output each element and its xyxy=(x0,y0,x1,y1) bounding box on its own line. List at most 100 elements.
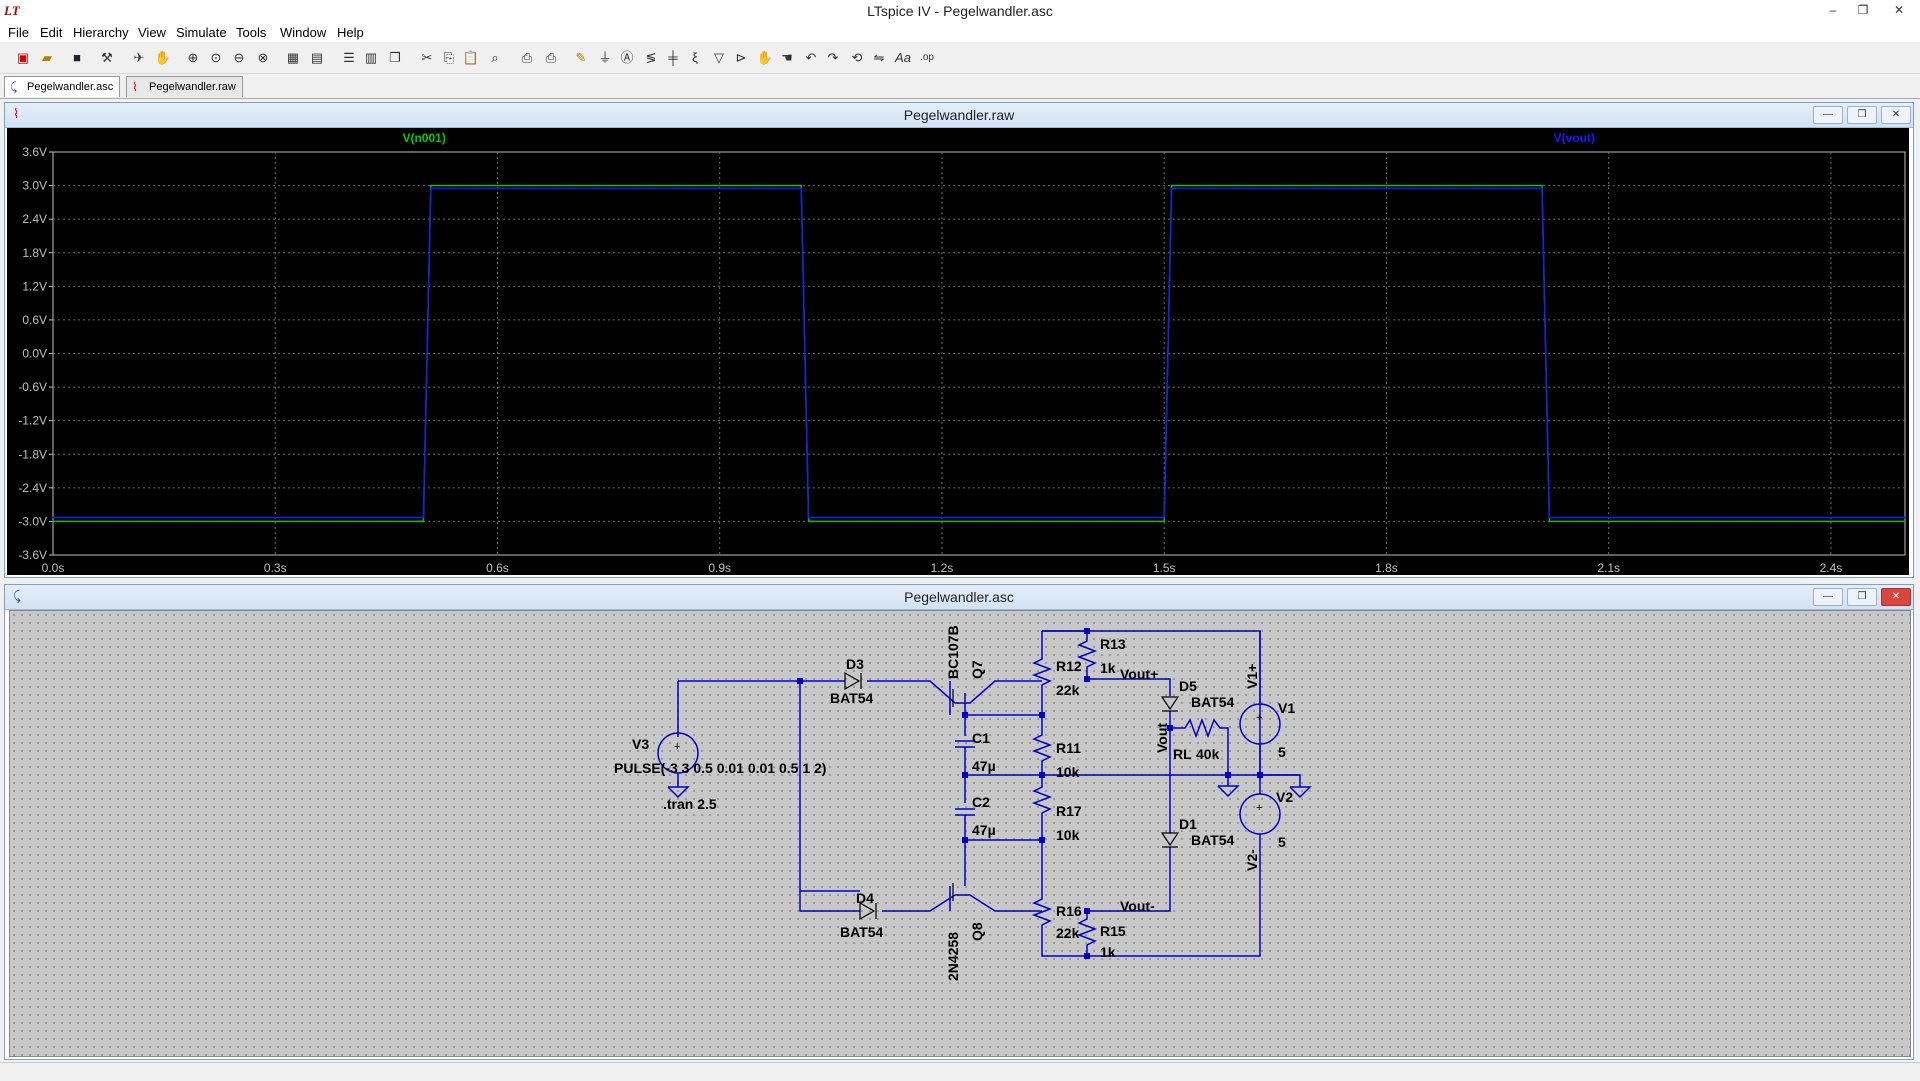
zoom-out-icon[interactable]: ⊖ xyxy=(233,50,245,65)
ground-icon[interactable]: ⏚ xyxy=(598,50,612,65)
redo-icon[interactable]: ↷ xyxy=(827,50,839,65)
schematic-minimize-button[interactable]: — xyxy=(1813,588,1843,606)
restore-button[interactable]: ❐ xyxy=(1857,3,1869,17)
v1-value: 5 xyxy=(1278,744,1286,760)
menu-bar: File Edit Hierarchy View Simulate Tools … xyxy=(0,22,1920,42)
close-button[interactable]: ✕ xyxy=(1893,3,1905,17)
series-point-2 xyxy=(1163,516,1165,519)
menu-simulate[interactable]: Simulate xyxy=(176,25,227,40)
find-icon[interactable]: ⌕ xyxy=(491,50,499,65)
schematic-window-title: Pegelwandler.asc xyxy=(904,589,1014,605)
autorange-icon[interactable]: ▦ xyxy=(286,50,300,65)
series-point-1 xyxy=(807,520,810,523)
wire-icon[interactable]: ✎ xyxy=(575,50,587,65)
y-tick-label: -0.6V xyxy=(18,380,47,394)
waveform-close-button[interactable]: ✕ xyxy=(1881,106,1911,124)
cut-icon[interactable]: ✂ xyxy=(421,50,433,65)
d4-ref: D4 xyxy=(856,890,874,906)
open-icon[interactable]: ▰ xyxy=(42,50,52,65)
q8-ref: Q8 xyxy=(969,922,985,941)
inductor-icon[interactable]: ξ xyxy=(692,50,698,65)
new-schematic-icon[interactable]: ▣ xyxy=(16,50,30,65)
spice-directive-icon[interactable]: .op xyxy=(920,52,934,63)
menu-tools[interactable]: Tools xyxy=(236,25,267,40)
schematic-drawing[interactable]: + + + D3 BAT54 BC107B Q7 R13 1k xyxy=(10,611,1910,1056)
component-icon[interactable]: ⊳ xyxy=(735,50,747,65)
menu-help[interactable]: Help xyxy=(337,25,364,40)
menu-window[interactable]: Window xyxy=(280,25,327,40)
tab-waveform[interactable]: ⌇ Pegelwandler.raw xyxy=(126,76,243,97)
series-point-1 xyxy=(1163,520,1165,523)
tab-schematic[interactable]: ⤹ Pegelwandler.asc xyxy=(4,76,121,97)
series-point-1 xyxy=(1170,184,1173,187)
v1-ref: V1 xyxy=(1278,700,1295,716)
cascade-icon[interactable]: ❐ xyxy=(389,50,401,65)
r13-ref: R13 xyxy=(1100,636,1126,652)
pick-visible-icon[interactable]: ▤ xyxy=(310,50,324,65)
y-tick-label: 3.0V xyxy=(22,179,47,193)
c1-ref: C1 xyxy=(972,730,990,746)
v3-ref: V3 xyxy=(632,736,649,752)
zoom-area-icon[interactable]: ⊙ xyxy=(210,50,222,65)
print-icon[interactable]: ⎙ xyxy=(521,50,533,65)
rotate-icon[interactable]: ⟲ xyxy=(851,50,863,65)
x-tick-label: 1.8s xyxy=(1375,561,1398,575)
print-preview-icon[interactable]: ⎙ xyxy=(545,50,557,65)
menu-edit[interactable]: Edit xyxy=(40,25,63,40)
run-icon[interactable]: ✈ xyxy=(133,50,145,65)
label-net-icon[interactable]: Ⓐ xyxy=(620,50,634,65)
y-tick-label: 2.4V xyxy=(22,212,47,226)
diode-icon[interactable]: ▽ xyxy=(714,50,724,65)
paste-icon[interactable]: 📋 xyxy=(462,50,480,65)
copy-icon[interactable]: ⎘ xyxy=(443,50,455,65)
r11-value: 10k xyxy=(1056,764,1080,780)
tab-label: Pegelwandler.asc xyxy=(27,81,114,93)
undo-icon[interactable]: ↶ xyxy=(805,50,817,65)
text-icon[interactable]: Aa xyxy=(895,50,911,65)
series-point-2 xyxy=(52,516,54,519)
q8-value: 2N4258 xyxy=(945,932,961,981)
net-label-vout-plus: Vout+ xyxy=(1120,666,1158,682)
capacitor-icon[interactable]: ╪ xyxy=(668,50,678,65)
document-tabs: ⤹ Pegelwandler.asc ⌇ Pegelwandler.raw xyxy=(0,74,1920,99)
r11-ref: R11 xyxy=(1056,740,1081,756)
resistor-icon[interactable]: ≶ xyxy=(645,50,657,65)
spice-directive-tran: .tran 2.5 xyxy=(663,796,717,812)
waveform-minimize-button[interactable]: — xyxy=(1813,106,1843,124)
tile-vertical-icon[interactable]: ▥ xyxy=(364,50,378,65)
drag-icon[interactable]: ☚ xyxy=(781,50,793,65)
halt-icon[interactable]: ✋ xyxy=(154,50,172,65)
tile-horizontal-icon[interactable]: ☰ xyxy=(343,50,355,65)
save-icon[interactable]: ■ xyxy=(73,50,81,65)
menu-hierarchy[interactable]: Hierarchy xyxy=(73,25,129,40)
y-tick-label: -3.0V xyxy=(18,514,47,528)
title-bar: LT LTspice IV - Pegelwandler.asc – ❐ ✕ xyxy=(0,0,1920,22)
waveform-restore-button[interactable]: ❐ xyxy=(1847,106,1877,124)
series-point-2 xyxy=(807,516,810,519)
r17-ref: R17 xyxy=(1056,803,1082,819)
schematic-canvas[interactable]: + + + D3 BAT54 BC107B Q7 R13 1k xyxy=(9,610,1911,1057)
schematic-close-button[interactable]: ✕ xyxy=(1881,588,1911,606)
series-point-1 xyxy=(1541,184,1543,187)
schematic-window-titlebar: ⤹ Pegelwandler.asc — ❐ ✕ xyxy=(5,585,1913,610)
move-icon[interactable]: ✋ xyxy=(756,50,774,65)
c2-ref: C2 xyxy=(972,794,990,810)
schematic-restore-button[interactable]: ❐ xyxy=(1847,588,1877,606)
minimize-button[interactable]: – xyxy=(1829,3,1837,17)
svg-text:+: + xyxy=(1256,802,1262,814)
r12-ref: R12 xyxy=(1056,658,1082,674)
x-tick-label: 0.6s xyxy=(486,561,509,575)
net-label-v2-minus: V2- xyxy=(1244,849,1260,871)
zoom-in-icon[interactable]: ⊕ xyxy=(187,50,199,65)
control-panel-icon[interactable]: ⚒ xyxy=(101,50,113,65)
series-point-1 xyxy=(422,520,425,523)
menu-view[interactable]: View xyxy=(138,25,166,40)
zoom-fit-icon[interactable]: ⊗ xyxy=(257,50,269,65)
mirror-icon[interactable]: ⇋ xyxy=(873,50,885,65)
menu-file[interactable]: File xyxy=(8,25,29,40)
net-label-v1-plus: V1+ xyxy=(1244,664,1260,689)
schematic-wires xyxy=(657,630,1312,957)
v2-value: 5 xyxy=(1278,834,1286,850)
